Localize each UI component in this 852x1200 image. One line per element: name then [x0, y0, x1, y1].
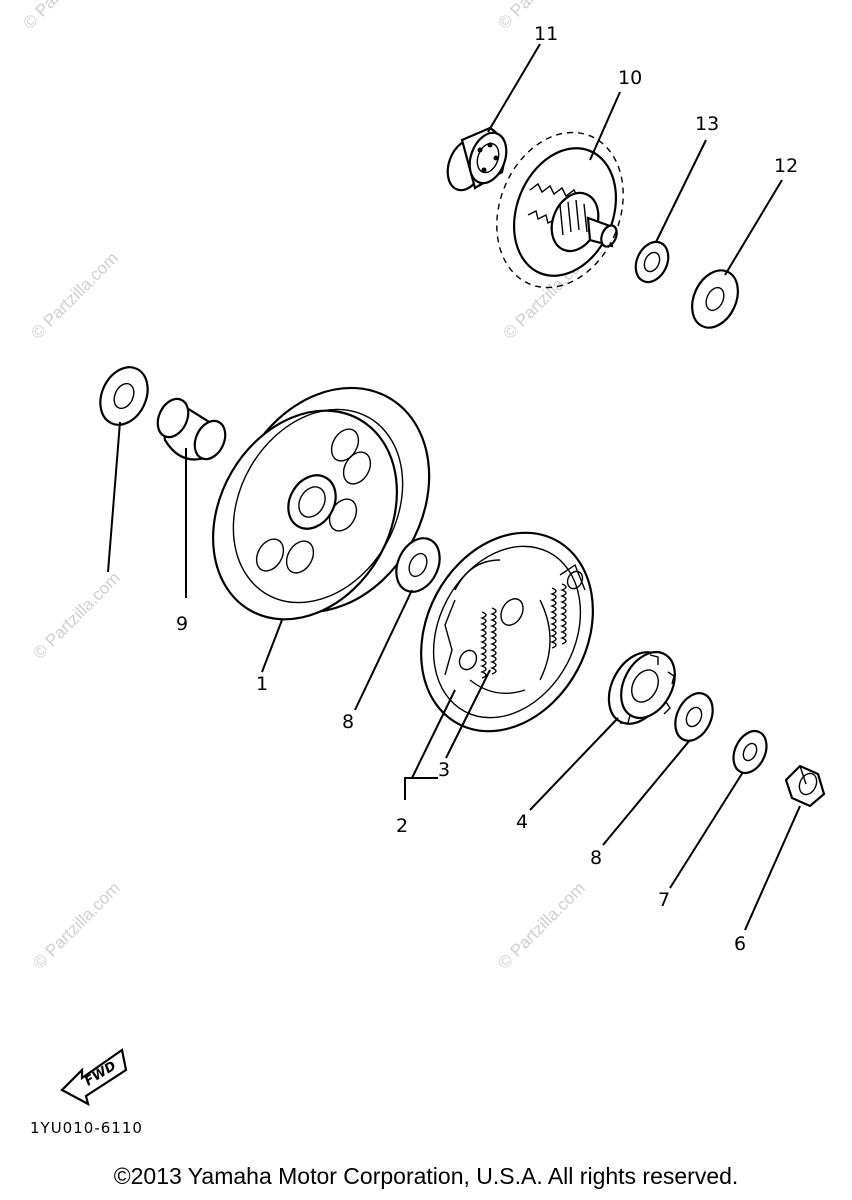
part-8-washer-upper	[395, 537, 441, 593]
callout-2: 2	[396, 815, 408, 837]
watermark-1: © Partzilla.com	[19, 0, 113, 33]
callout-6: 6	[734, 933, 746, 955]
part-13-washer	[634, 240, 670, 284]
callout-7: 7	[658, 889, 670, 911]
part-1-clutch-housing	[212, 386, 431, 621]
watermark-3: © Partzilla.com	[27, 248, 121, 342]
callout-8-upper: 8	[342, 711, 354, 733]
callout-8-lower: 8	[590, 847, 602, 869]
part-11-bearing	[446, 126, 508, 192]
part-8-washer-lower	[674, 692, 714, 742]
diagram-code: 1YU010-6110	[30, 1119, 143, 1137]
callout-12: 12	[774, 155, 798, 177]
callout-4: 4	[516, 811, 528, 833]
part-3-springs	[480, 583, 567, 679]
callout-13: 13	[695, 113, 719, 135]
callout-10: 10	[618, 67, 642, 89]
copyright-notice: ©2013 Yamaha Motor Corporation, U.S.A. A…	[113, 1163, 739, 1189]
part-4-one-way-clutch	[607, 651, 676, 725]
part-12-washer	[691, 269, 739, 329]
callout-9: 9	[176, 613, 188, 635]
part-7-washer	[732, 729, 768, 775]
part-10-gear	[496, 131, 624, 289]
callout-labels: 11 10 13 12 8 9 1 8 3 2 4 8 7 6	[176, 23, 798, 955]
callout-1: 1	[256, 673, 268, 695]
fwd-arrow: FWD	[60, 1048, 128, 1107]
part-2-clutch-shoe-assembly	[420, 531, 594, 733]
watermark-8: © Partzilla.com	[494, 878, 588, 972]
callout-11: 11	[534, 23, 558, 45]
watermark-7: © Partzilla.com	[29, 878, 123, 972]
leader-lines	[107, 43, 801, 931]
part-5-washer	[99, 366, 149, 426]
part-9-collar	[156, 397, 227, 461]
watermark-5: © Partzilla.com	[29, 568, 123, 662]
callout-3: 3	[438, 759, 450, 781]
part-6-nut	[784, 764, 826, 808]
